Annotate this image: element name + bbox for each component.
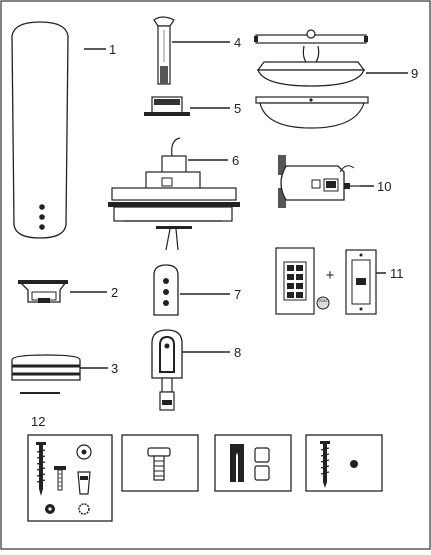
part-number-11: 11: [390, 266, 404, 281]
part-number-12: 12: [31, 414, 45, 429]
part-number-4: 4: [234, 35, 241, 50]
part-number-8: 8: [234, 345, 241, 360]
balancing-clip-icon: [230, 444, 244, 482]
part-number-5: 5: [234, 101, 241, 116]
light-kit-glass-icon: [254, 29, 369, 129]
machine-screw-icon: [54, 466, 66, 491]
hardware-bag-4: [305, 434, 383, 492]
balancing-weight-icon: [254, 465, 270, 481]
part-number-2: 2: [111, 285, 118, 300]
part-number-6: 6: [232, 153, 239, 168]
collar-cover-icon: [144, 96, 190, 116]
wall-plate-icon: [345, 249, 377, 315]
mounting-bracket-icon: [153, 264, 179, 316]
motor-housing-icon: [108, 137, 240, 251]
star-washer-icon: [78, 503, 90, 515]
remote-control-icon: [275, 247, 315, 315]
hardware-bag-1: [27, 434, 113, 522]
hanger-bracket-icon: [151, 329, 183, 411]
part-number-1: 1: [109, 42, 116, 57]
balancing-weight-icon: [254, 447, 270, 463]
battery-icon: 2032: [316, 296, 330, 310]
part-number-9: 9: [411, 66, 418, 81]
blade-screw-icon: [147, 447, 171, 481]
wire-nut-icon: [77, 471, 91, 495]
part-number-10: 10: [377, 179, 391, 194]
part-number-3: 3: [111, 361, 118, 376]
downrod-icon: [153, 16, 175, 85]
part-number-7: 7: [234, 287, 241, 302]
anchor-washer-icon: [350, 460, 358, 468]
battery-label: 2032: [319, 298, 329, 303]
canopy-ring-icon: [11, 354, 81, 394]
fan-blade-icon: [11, 21, 69, 239]
hardware-bag-2: [121, 434, 199, 492]
wood-screw-icon: [36, 442, 46, 496]
hardware-bag-3: [214, 434, 292, 492]
blade-bracket-icon: [18, 280, 68, 303]
mounting-screw-icon: [320, 441, 330, 488]
receiver-icon: [278, 155, 360, 208]
plus-sign: +: [326, 267, 335, 284]
